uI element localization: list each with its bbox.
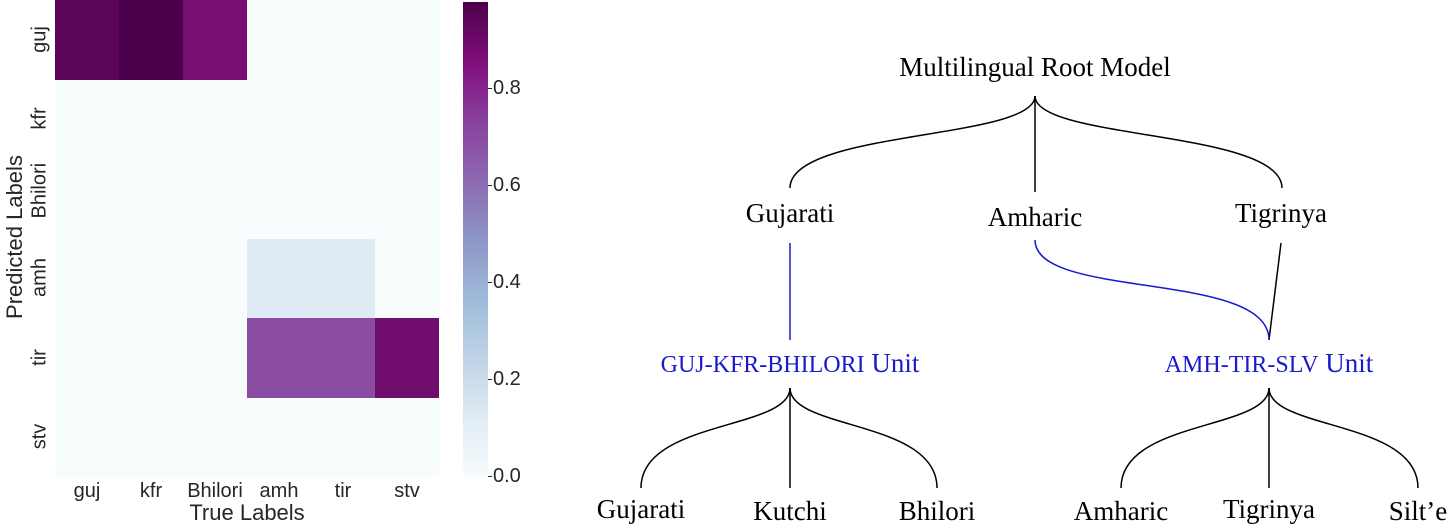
heatmap-cell [375, 0, 439, 80]
heatmap-cell [55, 159, 119, 239]
colorbar-tick: 0.4 [488, 271, 521, 294]
heatmap-cell [119, 0, 183, 80]
heatmap-cell [183, 159, 247, 239]
heatmap-cell [119, 397, 183, 478]
heatmap-cell [119, 79, 183, 160]
leaf-gujarati: Gujarati [596, 494, 686, 524]
heatmap-cell [183, 318, 247, 398]
colorbar-tick: 0.2 [488, 368, 521, 391]
x-tick-label: guj [73, 480, 101, 502]
colorbar [463, 2, 488, 477]
heatmap-cell [247, 238, 311, 319]
heatmap-cell [311, 238, 375, 319]
heatmap-cell [375, 318, 439, 398]
unit-amh-tir-slv: AMH-TIR-SLV Unit [1164, 348, 1374, 378]
leaf-kutchi: Kutchi [753, 496, 827, 526]
tree-node-gujarati: Gujarati [745, 198, 835, 228]
heatmap-cell [375, 397, 439, 478]
heatmap-cell [247, 397, 311, 478]
tree-node-tigrinya: Tigrinya [1234, 198, 1328, 228]
heatmap-cell [183, 0, 247, 80]
heatmap-cell [311, 0, 375, 80]
heatmap-cell [375, 79, 439, 160]
heatmap-cell [55, 238, 119, 319]
heatmap-cell [119, 159, 183, 239]
tree-node-amharic: Amharic [987, 202, 1083, 232]
unit-guj-kfr-bhilori: GUJ-KFR-BHILORI Unit [660, 348, 920, 378]
heatmap-cell [311, 159, 375, 239]
tree-root: Multilingual Root Model [899, 52, 1171, 82]
x-axis-label: True Labels [189, 500, 305, 525]
heatmap-cell [183, 397, 247, 478]
heatmap-cell [247, 79, 311, 160]
x-tick-label: stv [394, 480, 420, 502]
heatmap-cell [55, 397, 119, 478]
leaf-silte: Silt’e [1388, 496, 1448, 526]
heatmap-cell [247, 318, 311, 398]
leaf-amharic: Amharic [1073, 496, 1169, 526]
heatmap-cell [311, 397, 375, 478]
heatmap-cell [55, 0, 119, 80]
colorbar-tick: 0.0 [488, 465, 521, 488]
heatmap-cell [375, 238, 439, 319]
confusion-matrix-heatmap [55, 0, 439, 478]
x-tick-label: tir [334, 480, 352, 502]
colorbar-tick: 0.6 [488, 174, 521, 197]
heatmap-cell [119, 318, 183, 398]
heatmap-cell [55, 318, 119, 398]
colorbar-tick: 0.8 [488, 77, 521, 100]
heatmap-cell [183, 238, 247, 319]
heatmap-cell [183, 79, 247, 160]
heatmap-cell [247, 0, 311, 80]
heatmap-cell [55, 79, 119, 160]
leaf-bhilori: Bhilori [898, 496, 976, 526]
heatmap-cell [311, 318, 375, 398]
heatmap-cell [311, 79, 375, 160]
heatmap-cell [247, 159, 311, 239]
heatmap-cell [119, 238, 183, 319]
x-tick-label: Bhilori [187, 480, 243, 502]
heatmap-cell [375, 159, 439, 239]
leaf-tigrinya: Tigrinya [1222, 494, 1316, 524]
x-tick-label: kfr [139, 480, 163, 502]
x-tick-label: amh [259, 480, 299, 502]
